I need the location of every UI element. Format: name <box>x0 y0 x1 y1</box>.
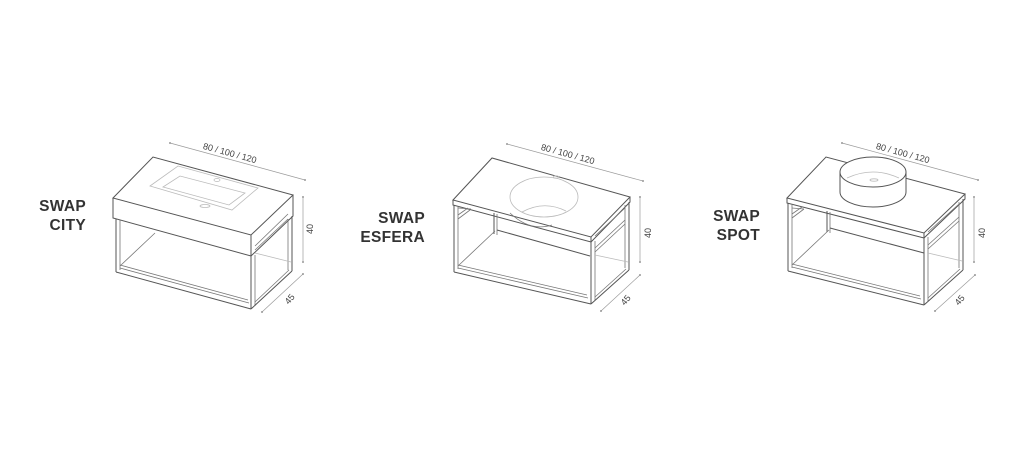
label-line-1: SWAP <box>378 210 425 227</box>
label-line-2: ESFERA <box>360 229 425 246</box>
product-label-city: SWAP CITY <box>20 197 86 235</box>
dimension-line-depth <box>934 274 976 312</box>
tap-hole-icon <box>213 178 221 182</box>
product-label-spot: SWAP SPOT <box>690 207 760 245</box>
dimension-height: 40 <box>977 228 987 238</box>
dimension-height: 40 <box>305 224 315 234</box>
label-line-2: CITY <box>49 217 86 234</box>
dimension-line-width <box>841 142 979 181</box>
basin-outer-rim <box>149 165 259 211</box>
vanity-drawing-spot: 80 / 100 / 120 40 45 <box>786 141 987 312</box>
dimension-depth: 45 <box>283 292 297 306</box>
tap-hole-icon <box>553 175 559 179</box>
countertop-surface <box>112 156 294 236</box>
label-line-1: SWAP <box>39 198 86 215</box>
drain-icon <box>869 178 879 182</box>
drain-icon <box>199 204 211 208</box>
label-line-2: SPOT <box>716 227 760 244</box>
basin-rim <box>509 176 579 218</box>
countertop-surface <box>452 157 631 238</box>
label-line-1: SWAP <box>713 208 760 225</box>
dimension-line-depth <box>600 274 641 312</box>
dimension-width: 80 / 100 / 120 <box>202 141 258 165</box>
countertop-side-edge <box>250 195 294 257</box>
dimension-depth: 45 <box>619 293 633 307</box>
countertop-front-edge <box>452 200 592 243</box>
countertop-front-edge <box>786 198 925 239</box>
basin-underside <box>509 212 553 228</box>
basin-inner-bowl <box>162 175 246 206</box>
dimension-line-depth <box>261 273 304 313</box>
dimension-line-width <box>506 143 644 182</box>
vanity-drawing-esfera: 80 / 100 / 120 40 45 <box>452 142 653 312</box>
product-label-esfera: SWAP ESFERA <box>340 209 425 247</box>
countertop-front-edge <box>112 198 252 257</box>
dimension-height: 40 <box>643 228 653 238</box>
vanity-drawing-city: 80 / 100 / 120 40 45 <box>112 141 315 313</box>
dimension-depth: 45 <box>953 293 967 307</box>
dimension-width: 80 / 100 / 120 <box>540 142 596 166</box>
dimension-line-width <box>169 142 306 181</box>
